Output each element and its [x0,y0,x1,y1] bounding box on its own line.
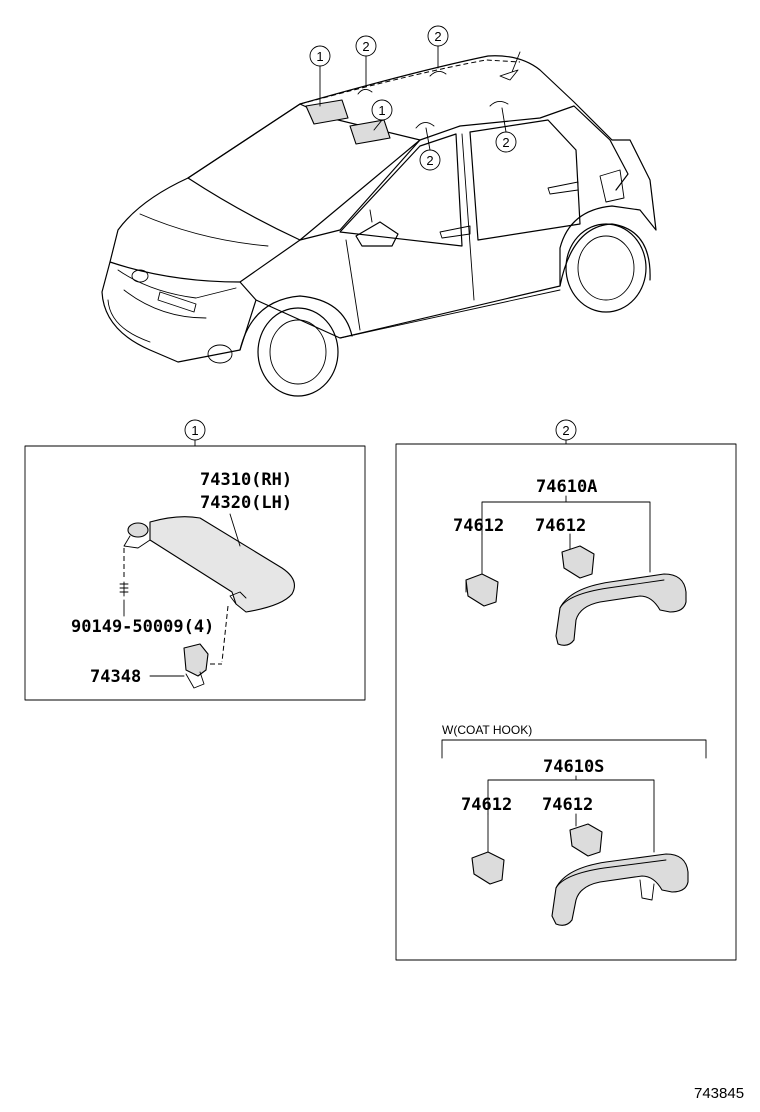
part-number-74612-right: 74612 [535,516,586,536]
part-number-74610s: 74610S [543,757,604,777]
variant-label: W(COAT HOOK) [442,723,532,737]
illustration-number: 743845 [694,1085,744,1102]
callout-1-a: 1 [309,45,331,67]
svg-text:2: 2 [362,39,369,54]
panel-2-frame [395,443,737,961]
grip-location-1 [357,89,373,95]
svg-text:1: 1 [191,423,198,438]
assist-grip-s-drawing [471,775,689,926]
callout-1-b: 1 [371,99,393,121]
callout-2-d: 2 [495,131,517,153]
part-number-74320: 74320(LH) [200,493,292,513]
svg-text:1: 1 [378,103,385,118]
svg-text:2: 2 [562,423,569,438]
svg-text:2: 2 [502,135,509,150]
panel-2-header: 2 [555,419,577,445]
callout-2-a: 2 [355,35,377,57]
holder-icon [183,643,209,677]
visor-location-right [349,119,391,145]
assist-grip-a-drawing [465,495,687,646]
svg-text:2: 2 [434,29,441,44]
screw-icon [119,581,129,597]
panel-1-frame [24,445,366,701]
svg-text:1: 1 [316,49,323,64]
svg-text:2: 2 [426,153,433,168]
part-number-74348: 74348 [90,667,141,687]
part-number-74612-left: 74612 [453,516,504,536]
variant-bracket [441,739,707,759]
part-number-74612-right-2: 74612 [542,795,593,815]
panel-1-header: 1 [184,419,206,447]
grip-location-4 [489,101,509,107]
part-number-74612-left-2: 74612 [461,795,512,815]
grip-location-2 [429,71,447,77]
sun-visor-drawing [119,513,295,689]
car-illustration [101,45,657,397]
grip-location-3 [415,122,435,129]
part-number-74310: 74310(RH) [200,470,292,490]
visor-location-left [305,99,349,125]
antenna-icon [499,51,521,81]
part-number-74610a: 74610A [536,477,597,497]
callout-2-b: 2 [427,25,449,47]
part-number-90149: 90149-50009(4) [71,617,214,637]
callout-2-c: 2 [419,149,441,171]
